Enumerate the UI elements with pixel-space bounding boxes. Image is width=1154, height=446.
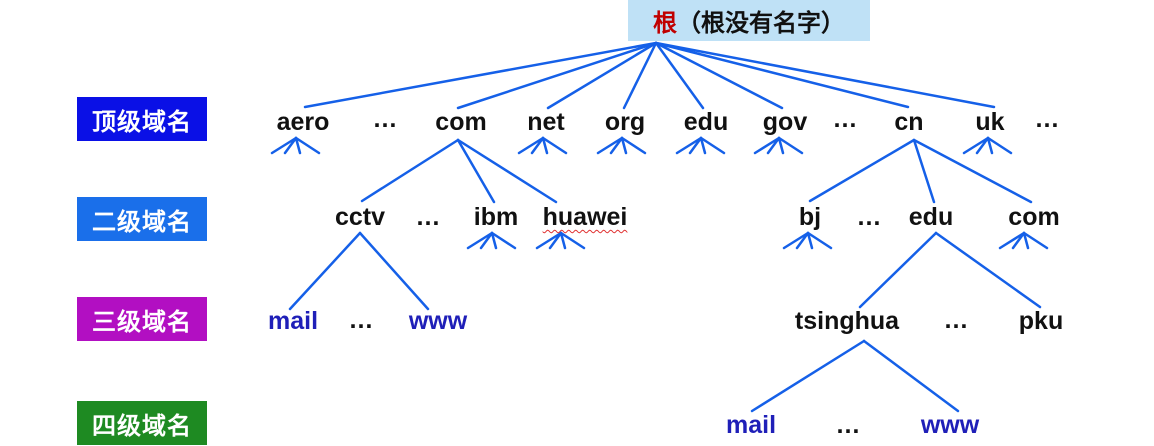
edge-edu-pku [934, 231, 1042, 309]
node-cn-edu: edu [908, 203, 954, 231]
node-ellipsis-second-2: … [856, 203, 882, 231]
node-ellipsis-second-1: … [415, 203, 441, 231]
fan-net [517, 136, 568, 155]
edge-com-huawei [456, 138, 558, 204]
node-org: org [604, 108, 646, 136]
edge-root-cn [654, 41, 910, 109]
node-ellipsis-top-1: … [372, 105, 398, 133]
node-www-fourth: www [920, 411, 980, 439]
fan-uk [962, 136, 1013, 155]
node-ellipsis-fourth: … [835, 411, 861, 439]
edge-com-cctv [360, 138, 460, 203]
node-ellipsis-third-1: … [348, 306, 374, 334]
edge-root-net [546, 41, 658, 110]
fan-huawei [535, 231, 586, 250]
root-node: 根 （根没有名字） [628, 0, 870, 41]
node-com: com [435, 108, 487, 136]
level-label-fourth: 四级域名 [77, 401, 207, 445]
node-bj: bj [798, 203, 822, 231]
fan-org [596, 136, 647, 155]
edge-com-ibm [456, 138, 496, 204]
root-label: 根 [653, 9, 677, 37]
node-gov: gov [762, 108, 808, 136]
level-label-third: 三级域名 [77, 297, 207, 341]
node-ibm: ibm [473, 203, 519, 231]
edge-root-edu [654, 41, 705, 110]
edge-root-org [622, 41, 658, 110]
node-ellipsis-third-2: … [943, 306, 969, 334]
fan-ibm [466, 231, 517, 250]
fan-edu [675, 136, 726, 155]
level-label-second: 二级域名 [77, 197, 207, 241]
node-pku: pku [1018, 307, 1064, 335]
fan-aero [270, 136, 321, 155]
edge-edu-tsinghua [858, 231, 938, 309]
node-mail-fourth: mail [725, 411, 777, 439]
fan-cn-com [998, 231, 1049, 250]
node-edu: edu [683, 108, 729, 136]
edge-root-aero [303, 41, 658, 109]
edge-root-gov [654, 41, 784, 110]
fan-bj [782, 231, 833, 250]
edge-cn-bj [808, 138, 916, 203]
edge-tsinghua-www [862, 339, 960, 413]
root-note: （根没有名字） [677, 9, 845, 37]
level-label-top: 顶级域名 [77, 97, 207, 141]
edge-cctv-www [358, 231, 430, 311]
node-huawei: huawei [542, 203, 628, 231]
node-mail-third: mail [267, 307, 319, 335]
node-ellipsis-top-2: … [832, 105, 858, 133]
edge-cctv-mail [288, 231, 362, 311]
edge-root-uk [654, 41, 996, 109]
node-cctv: cctv [334, 203, 386, 231]
fan-gov [753, 136, 804, 155]
node-aero: aero [276, 108, 330, 136]
edge-cn-com [912, 138, 1033, 204]
node-cn: cn [894, 108, 924, 136]
node-ellipsis-top-3: … [1034, 105, 1060, 133]
node-cn-com: com [1008, 203, 1060, 231]
node-tsinghua: tsinghua [794, 307, 900, 335]
edge-root-com [456, 41, 658, 110]
node-www-third: www [408, 307, 468, 335]
edge-cn-edu [912, 138, 936, 204]
node-net: net [527, 108, 565, 136]
edge-tsinghua-mail [750, 339, 866, 413]
node-uk: uk [975, 108, 1005, 136]
